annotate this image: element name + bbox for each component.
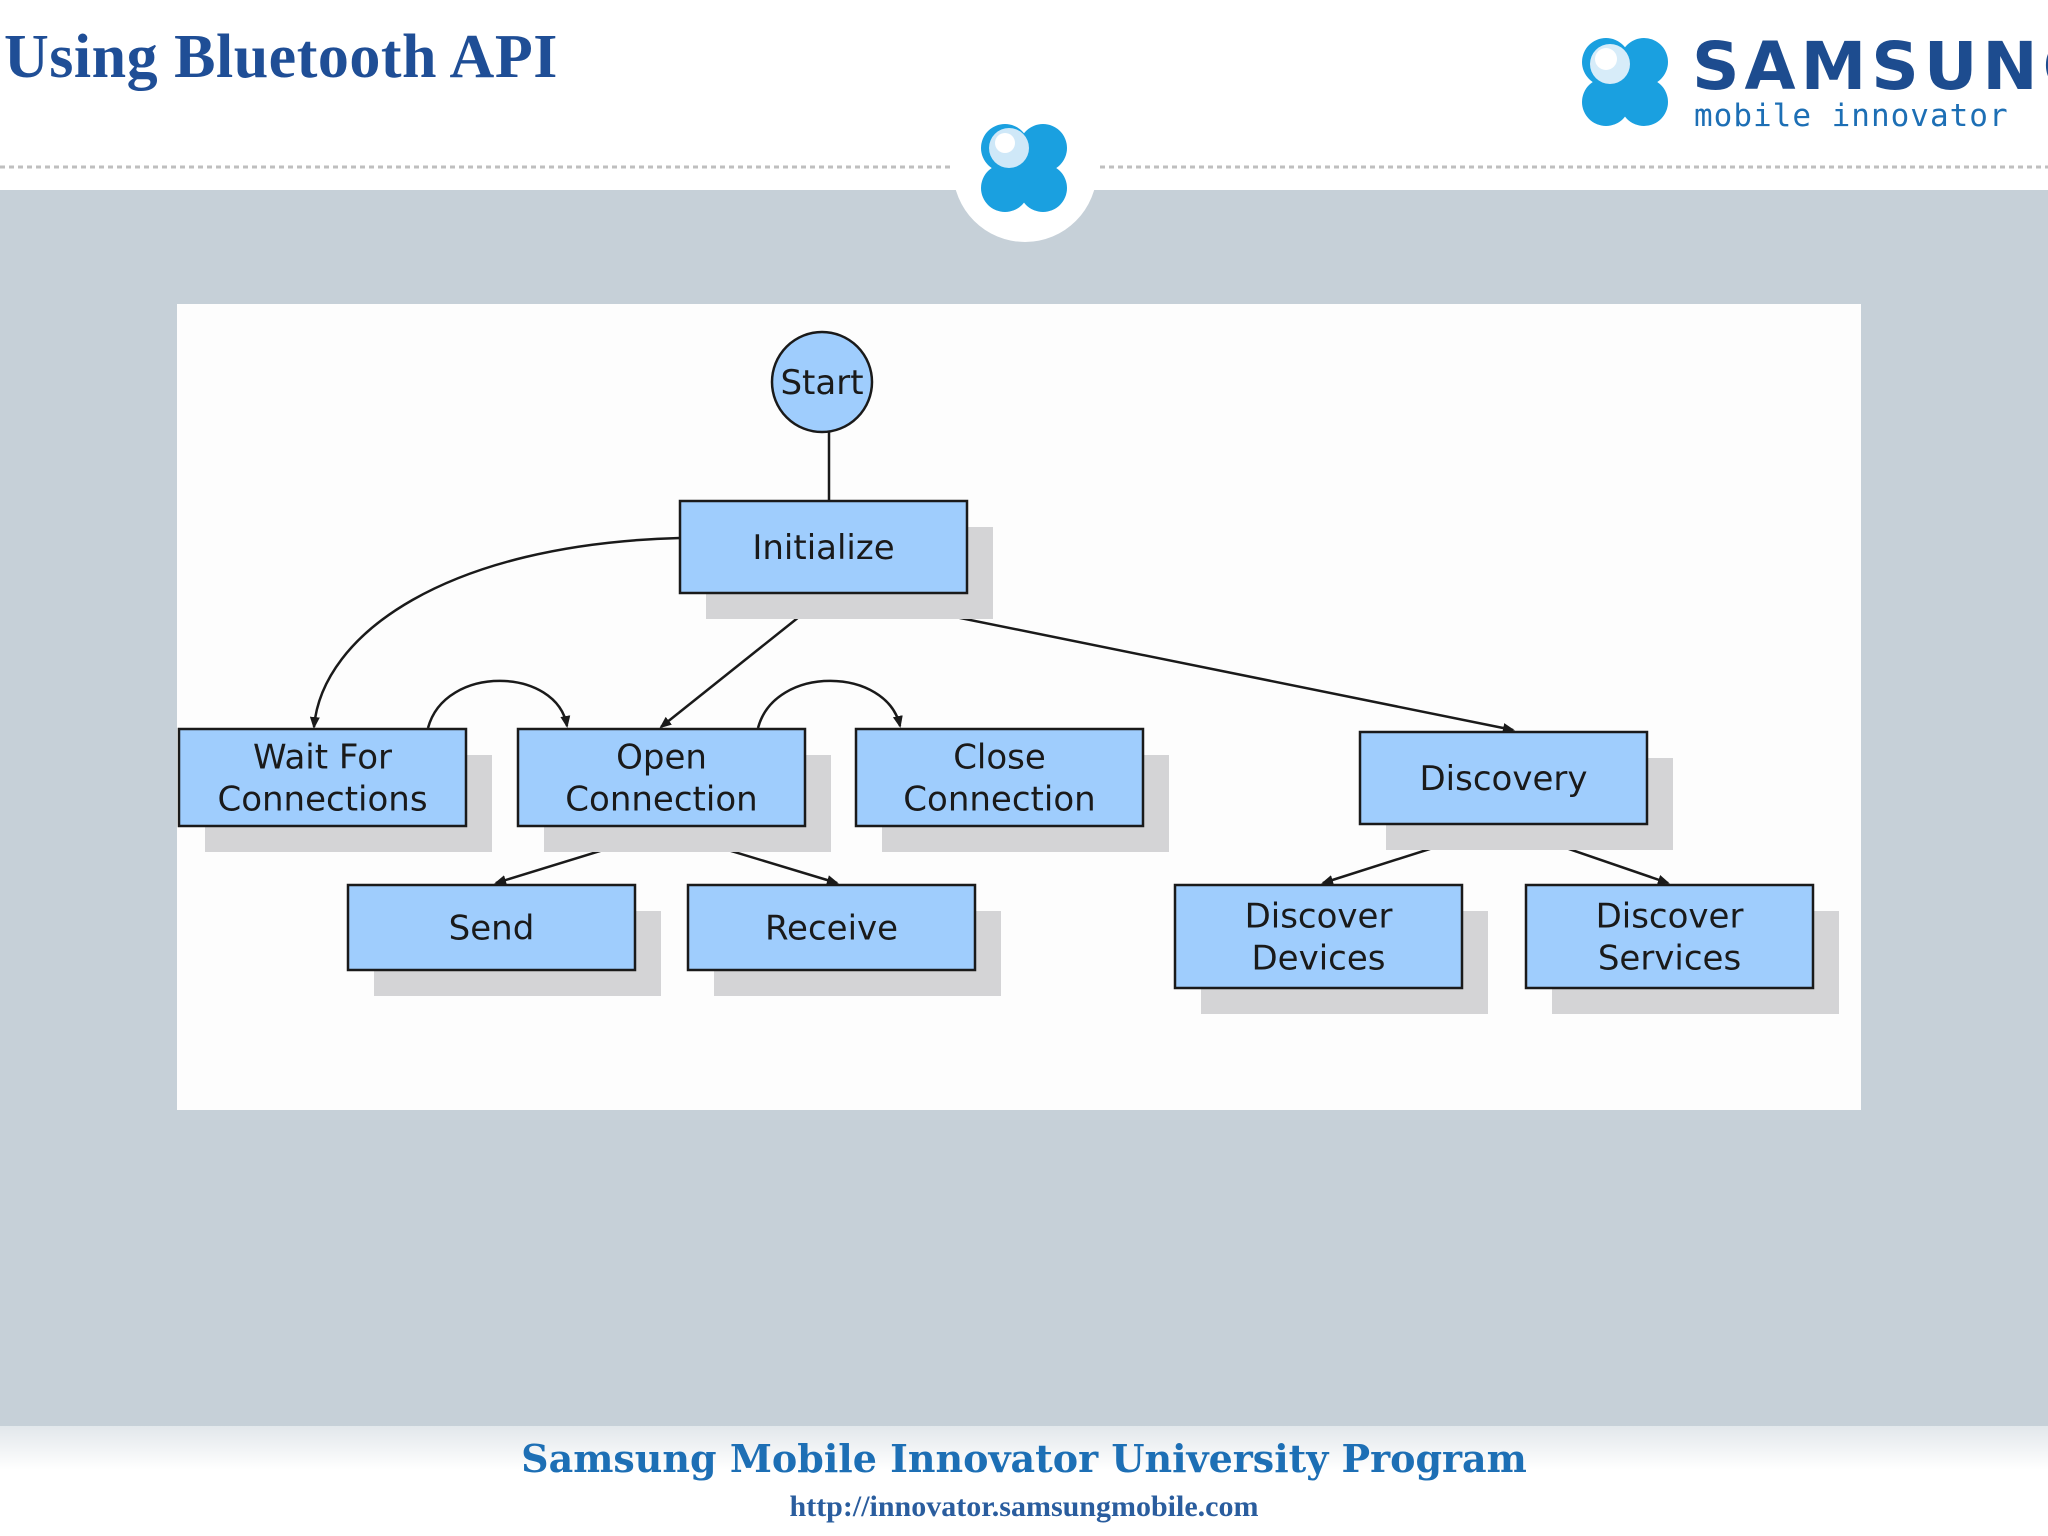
node-receive: Receive xyxy=(686,883,1001,996)
node-label-start: Start xyxy=(780,363,863,403)
node-label-send: Send xyxy=(449,909,535,949)
edge-open-to-close xyxy=(756,679,903,729)
footer-url: http://innovator.samsungmobile.com xyxy=(789,1490,1259,1523)
slide-title: Using Bluetooth API xyxy=(4,23,558,91)
footer xyxy=(0,1426,2048,1536)
brand-tagline: mobile innovator xyxy=(1694,98,2009,134)
edge-initialize-to-wait xyxy=(309,536,681,729)
node-label-discovery: Discovery xyxy=(1420,759,1588,799)
node-label-initialize: Initialize xyxy=(752,528,894,568)
node-initialize: Initialize xyxy=(678,499,993,619)
brand-name: SAMSUNG xyxy=(1692,28,2048,105)
node-send: Send xyxy=(346,883,661,996)
center-bubble-icon xyxy=(981,124,1067,212)
node-label-receive: Receive xyxy=(765,909,898,949)
samsung-logo: SAMSUNG mobile innovator xyxy=(1572,28,2048,138)
header-divider xyxy=(0,98,2048,242)
footer-program: Samsung Mobile Innovator University Prog… xyxy=(521,1436,1527,1481)
logo-bubble-icon xyxy=(1582,38,1668,126)
edge-wait-to-open xyxy=(426,679,571,729)
node-start: Start xyxy=(770,330,874,434)
node-discovery: Discovery xyxy=(1358,730,1673,850)
